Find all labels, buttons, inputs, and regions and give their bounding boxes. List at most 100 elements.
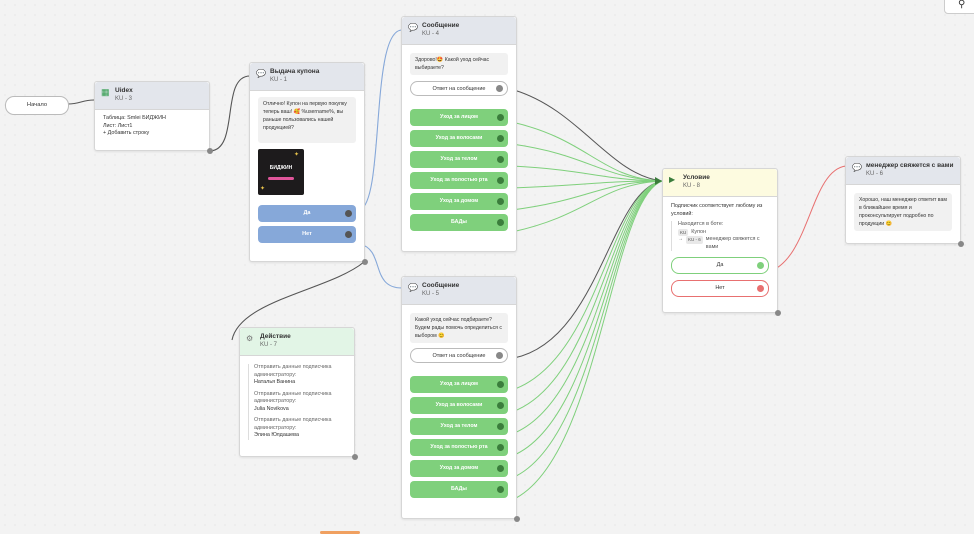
manager-node[interactable]: 💬 менеджер свяжется с вами KU - 6 Хорошо… xyxy=(845,156,964,247)
sheets-icon: ▦ xyxy=(101,87,110,97)
condition-no-port[interactable] xyxy=(757,285,764,292)
msg4-btn-home-port[interactable] xyxy=(497,198,504,205)
start-node[interactable]: Начало xyxy=(5,96,69,115)
msg5-out-port[interactable] xyxy=(514,516,520,522)
condition-yes-label: Да xyxy=(716,262,724,268)
msg5-reply-label: Ответ на сообщение xyxy=(432,353,486,359)
msg5-btn-face[interactable]: Уход за лицом xyxy=(410,376,508,393)
msg5-btn-mouth[interactable]: Уход за полостью рта xyxy=(410,439,508,456)
msg4-btn-mouth-label: Уход за полостью рта xyxy=(430,177,488,183)
coupon-title: Выдача купона xyxy=(270,68,320,75)
gears-icon: ⚙ xyxy=(246,334,254,343)
action-item-3-label: Отправить данные подписчика администрато… xyxy=(254,417,332,431)
uidex-sheet: Лист: Лист1 xyxy=(103,122,133,129)
msg5-btn-body[interactable]: Уход за телом xyxy=(410,418,508,435)
msg4-btn-hair[interactable]: Уход за волосами xyxy=(410,130,508,147)
msg5-btn-home-port[interactable] xyxy=(497,465,504,472)
msg5-title: Сообщение xyxy=(422,282,460,289)
msg4-btn-bad-label: БАДы xyxy=(451,219,467,225)
msg4-sub: KU - 4 xyxy=(422,31,440,37)
msg4-btn-hair-port[interactable] xyxy=(497,135,504,142)
condition-in-bot: Находится в боте: xyxy=(678,221,724,227)
msg4-btn-mouth-port[interactable] xyxy=(497,177,504,184)
condition-out-port[interactable] xyxy=(775,310,781,316)
action-title: Действие xyxy=(260,333,291,340)
action-sub: KU - 7 xyxy=(260,342,278,348)
coupon-message: Отлично! Купон на первую покупку теперь … xyxy=(258,97,356,143)
msg5-sub: KU - 5 xyxy=(422,291,440,297)
sparkle-icon-2: ✦ xyxy=(260,186,266,192)
coupon-no-port[interactable] xyxy=(345,231,352,238)
uidex-add-row: + Добавить строку xyxy=(103,130,150,136)
condition-no-label: Нет xyxy=(715,285,725,291)
coupon-node[interactable]: 💬 Выдача купона KU - 1 Отлично! Купон на… xyxy=(249,62,368,265)
coupon-yes-button[interactable]: Да xyxy=(258,205,356,222)
msg5-reply-port[interactable] xyxy=(496,352,503,359)
msg4-btn-body[interactable]: Уход за телом xyxy=(410,151,508,168)
msg5-btn-home[interactable]: Уход за домом xyxy=(410,460,508,477)
coupon-image-text: БИДЖИН xyxy=(269,165,293,171)
search-icon: ⚲ xyxy=(958,0,966,10)
msg5-btn-body-port[interactable] xyxy=(497,423,504,430)
condition-tag2: KU - 6 xyxy=(686,236,703,244)
chat-icon: 💬 xyxy=(408,23,418,32)
msg4-btn-home[interactable]: Уход за домом xyxy=(410,193,508,210)
action-node[interactable]: ⚙ Действие KU - 7 Отправить данные подпи… xyxy=(239,327,358,460)
condition-yes-button[interactable]: Да xyxy=(671,257,769,274)
coupon-no-label: Нет xyxy=(302,231,312,237)
msg4-btn-body-port[interactable] xyxy=(497,156,504,163)
msg4-btn-bad[interactable]: БАДы xyxy=(410,214,508,231)
msg4-btn-face-port[interactable] xyxy=(497,114,504,121)
msg5-btn-hair-port[interactable] xyxy=(497,402,504,409)
manager-sub: KU - 6 xyxy=(866,171,884,177)
msg5-btn-mouth-label: Уход за полостью рта xyxy=(430,444,488,450)
msg4-btn-body-label: Уход за телом xyxy=(440,156,478,162)
chat-icon: 💬 xyxy=(256,69,266,78)
condition-no-button[interactable]: Нет xyxy=(671,280,769,297)
search-button[interactable]: ⚲ xyxy=(944,0,974,14)
msg4-reply-port[interactable] xyxy=(496,85,503,92)
action-item-1: Отправить данные подписчика администрато… xyxy=(254,364,346,387)
msg5-btn-bad[interactable]: БАДы xyxy=(410,481,508,498)
coupon-no-button[interactable]: Нет xyxy=(258,226,356,243)
msg4-reply-button[interactable]: Ответ на сообщение xyxy=(410,81,508,96)
action-item-2: Отправить данные подписчика администрато… xyxy=(254,391,346,414)
coupon-out-port[interactable] xyxy=(362,259,368,265)
action-item-2-label: Отправить данные подписчика администрато… xyxy=(254,390,332,405)
condition-yes-port[interactable] xyxy=(757,262,764,269)
msg5-btn-face-port[interactable] xyxy=(497,381,504,388)
action-item-3: Отправить данные подписчика администрато… xyxy=(254,417,346,440)
msg4-btn-face[interactable]: Уход за лицом xyxy=(410,109,508,126)
condition-node[interactable]: ▶ Условие KU - 8 Подписчик соответствует… xyxy=(662,168,781,316)
msg4-btn-face-label: Уход за лицом xyxy=(440,114,478,120)
manager-out-port[interactable] xyxy=(958,241,964,247)
msg5-btn-bad-label: БАДы xyxy=(451,486,467,492)
uidex-sub: KU - 3 xyxy=(115,96,133,102)
msg5-reply-button[interactable]: Ответ на сообщение xyxy=(410,348,508,363)
message-ku4-node[interactable]: 💬 Сообщение KU - 4 Здорово!🤩 Какой уход … xyxy=(401,16,517,252)
msg5-btn-face-label: Уход за лицом xyxy=(440,381,478,387)
msg5-btn-hair-label: Уход за волосами xyxy=(435,402,483,408)
action-out-port[interactable] xyxy=(352,454,358,460)
coupon-sub: KU - 1 xyxy=(270,77,288,83)
condition-item2: менеджер свяжется с вами xyxy=(705,236,760,250)
msg5-btn-bad-port[interactable] xyxy=(497,486,504,493)
msg5-btn-body-label: Уход за телом xyxy=(440,423,478,429)
horizontal-scrollbar[interactable] xyxy=(320,531,360,534)
filter-icon: ▶ xyxy=(669,175,676,184)
msg5-btn-hair[interactable]: Уход за волосами xyxy=(410,397,508,414)
msg5-btn-mouth-port[interactable] xyxy=(497,444,504,451)
msg5-btn-home-label: Уход за домом xyxy=(439,465,479,471)
message-ku5-node[interactable]: 💬 Сообщение KU - 5 Какой уход сейчас под… xyxy=(401,276,520,522)
coupon-yes-port[interactable] xyxy=(345,210,352,217)
uidex-table: Таблица: Smlei БИДЖИН xyxy=(103,115,166,121)
condition-item1: Купон xyxy=(691,228,706,235)
uidex-node[interactable]: ▦ Uidex KU - 3 Таблица: Smlei БИДЖИН Лис… xyxy=(94,81,213,154)
coupon-yes-label: Да xyxy=(303,210,311,216)
action-item-3-name: Элина Юлдашева xyxy=(254,432,299,438)
uidex-out-port[interactable] xyxy=(207,148,213,154)
condition-title: Условие xyxy=(683,174,710,181)
msg4-btn-mouth[interactable]: Уход за полостью рта xyxy=(410,172,508,189)
msg4-btn-bad-port[interactable] xyxy=(497,219,504,226)
msg5-message: Какой уход сейчас подбираете? Будем рады… xyxy=(410,313,508,343)
